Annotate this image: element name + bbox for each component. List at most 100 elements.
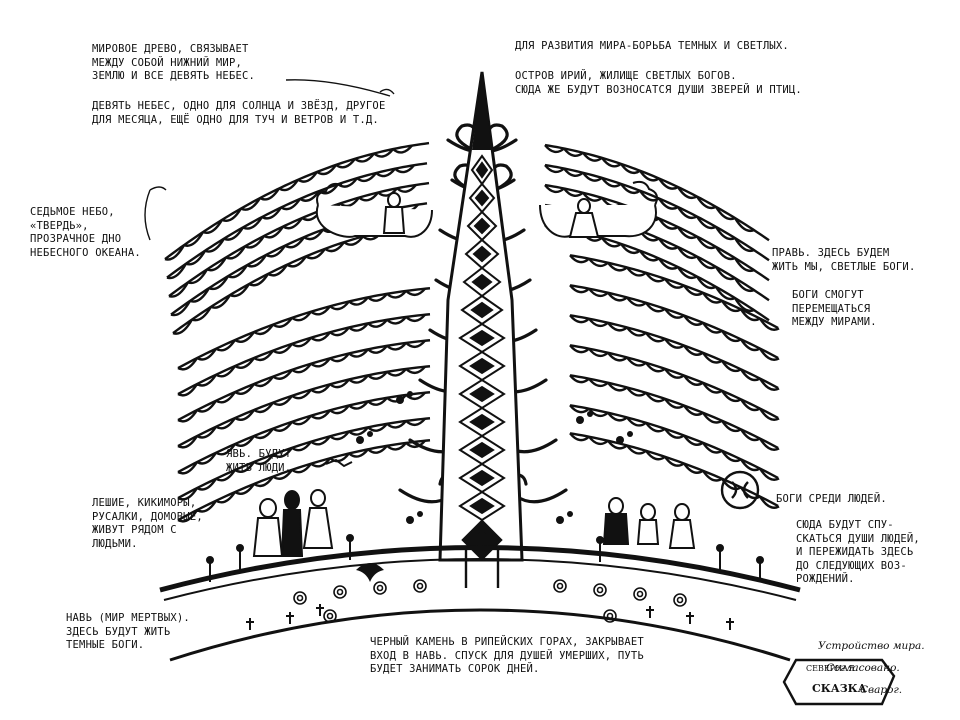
ground-swirl-core [416, 582, 424, 590]
trunk-diamond-core [469, 469, 495, 487]
label-prav: Правь. Здесь будем жить мы, светлые боги… [772, 247, 916, 273]
trunk-diamond [466, 210, 498, 242]
sky-layers-left-lower [177, 287, 431, 523]
ground-swirl-core [376, 584, 384, 592]
signature-title: Устройство мира. [818, 640, 925, 652]
trunk-diamond-core [473, 217, 491, 235]
sky-band-line [569, 254, 779, 329]
label-struggle: Для развития мира-борьба темных и светлы… [515, 40, 789, 52]
ground-swirl [673, 593, 687, 607]
sky-band-line [177, 287, 431, 370]
world-tree-trunk [438, 71, 524, 588]
trunk-diamond [458, 322, 506, 354]
ground-swirl-core [606, 612, 614, 620]
trunk-diamond-pattern [458, 154, 506, 522]
trunk-diamond [464, 238, 500, 270]
sky-band-line [168, 181, 430, 298]
trunk-diamond-core [469, 357, 495, 375]
sky-band-scallops [569, 432, 780, 509]
ground-swirl [373, 581, 387, 595]
iriy-island-right [539, 204, 657, 238]
curl-dot [627, 431, 633, 437]
nav-gate-icon [464, 530, 500, 588]
label-black-stone: Черный камень в Рипейских горах, закрыва… [370, 636, 644, 675]
trunk-diamond-core [470, 301, 494, 319]
trunk-diamond-core [474, 189, 490, 207]
label-nine-skies: Девять небес, одно для солнца и звёзд, д… [92, 100, 386, 126]
ground-swirl [333, 585, 347, 599]
ground-swirl-core [336, 588, 344, 596]
stamp-top: СЕВЕРНАЯ [806, 664, 855, 673]
trunk-diamond [458, 406, 506, 438]
sky-band-scallops [569, 254, 780, 331]
trunk-diamond [458, 350, 506, 382]
trunk-diamond-core [469, 329, 495, 347]
trunk-diamond-core [469, 385, 495, 403]
sky-band-line [177, 417, 431, 500]
label-souls: Сюда будут спу- скаться души людей, и пе… [796, 519, 920, 585]
trunk-diamond-core [469, 441, 495, 459]
stamp-icon [782, 658, 896, 706]
sky-band-scallops [569, 404, 780, 481]
ground-swirl [603, 609, 617, 623]
bird-icon [325, 458, 353, 468]
sky-band-line [177, 313, 431, 396]
ground-swirl-core [596, 586, 604, 594]
sky-band-scallops [569, 284, 780, 361]
sky-band-scallops [164, 144, 413, 261]
leader-lines [144, 79, 395, 241]
sky-band-scallops [177, 417, 426, 501]
plant-bud [206, 556, 214, 564]
sky-band-line [569, 314, 779, 389]
curl-dot [576, 416, 584, 424]
label-nav: Навь (мир мертвых). Здесь будут жить тем… [66, 612, 190, 651]
sky-band-scallops [544, 164, 755, 253]
stamp-text: СКАЗКА [812, 682, 867, 695]
plant-bud [716, 544, 724, 552]
iriy-cloud-right [632, 180, 658, 206]
curl-dot [396, 396, 404, 404]
ground-swirl [413, 579, 427, 593]
sky-band-scallops [569, 314, 780, 391]
trunk-diamond [458, 434, 506, 466]
ground-plants [206, 534, 764, 630]
trunk-diamond-core [471, 273, 493, 291]
sky-band-scallops [177, 365, 426, 449]
trunk-diamond-core [472, 245, 492, 263]
trunk-diamond [462, 266, 502, 298]
trunk-diamond [470, 154, 494, 186]
plant-bud [596, 536, 604, 544]
label-spirits: Лешие, кикиморы, русалки, домовые, живут… [92, 497, 203, 550]
curl-dot [417, 511, 423, 517]
label-iriy: Остров Ирий, жилище светлых богов. Сюда … [515, 70, 802, 96]
ground-swirl [293, 591, 307, 605]
label-seventh-sky: Седьмое небо, «твердь», прозрачное дно н… [30, 206, 141, 259]
trunk-diamond [460, 294, 504, 326]
plant-bud [756, 556, 764, 564]
ground-swirl-core [556, 582, 564, 590]
iriy-cloud-left [316, 182, 343, 206]
signature-name: Сварог. [860, 684, 903, 696]
people-group-right [602, 497, 696, 549]
nav-arc [169, 608, 791, 662]
ground-swirl [633, 587, 647, 601]
label-yav: Явь. Будут жить люди. [226, 448, 292, 474]
ground-swirl-core [326, 612, 334, 620]
trunk-diamond-core [469, 497, 495, 515]
curl-dot [356, 436, 364, 444]
raven-icon [356, 563, 384, 582]
sky-band-line [177, 339, 431, 422]
sky-band-scallops [177, 391, 426, 475]
label-gods-people: Боги среди людей. [776, 493, 887, 505]
sun-icon [720, 470, 760, 510]
sky-band-scallops [569, 344, 780, 421]
sky-band-line [177, 391, 431, 474]
ground-swirl [553, 579, 567, 593]
curl-dot [407, 391, 413, 397]
ground-swirl-core [636, 590, 644, 598]
label-gods-move: Боги смогут перемещаться между мирами. [792, 289, 877, 328]
earth-arc [159, 545, 801, 593]
sky-band-scallops [166, 164, 415, 280]
